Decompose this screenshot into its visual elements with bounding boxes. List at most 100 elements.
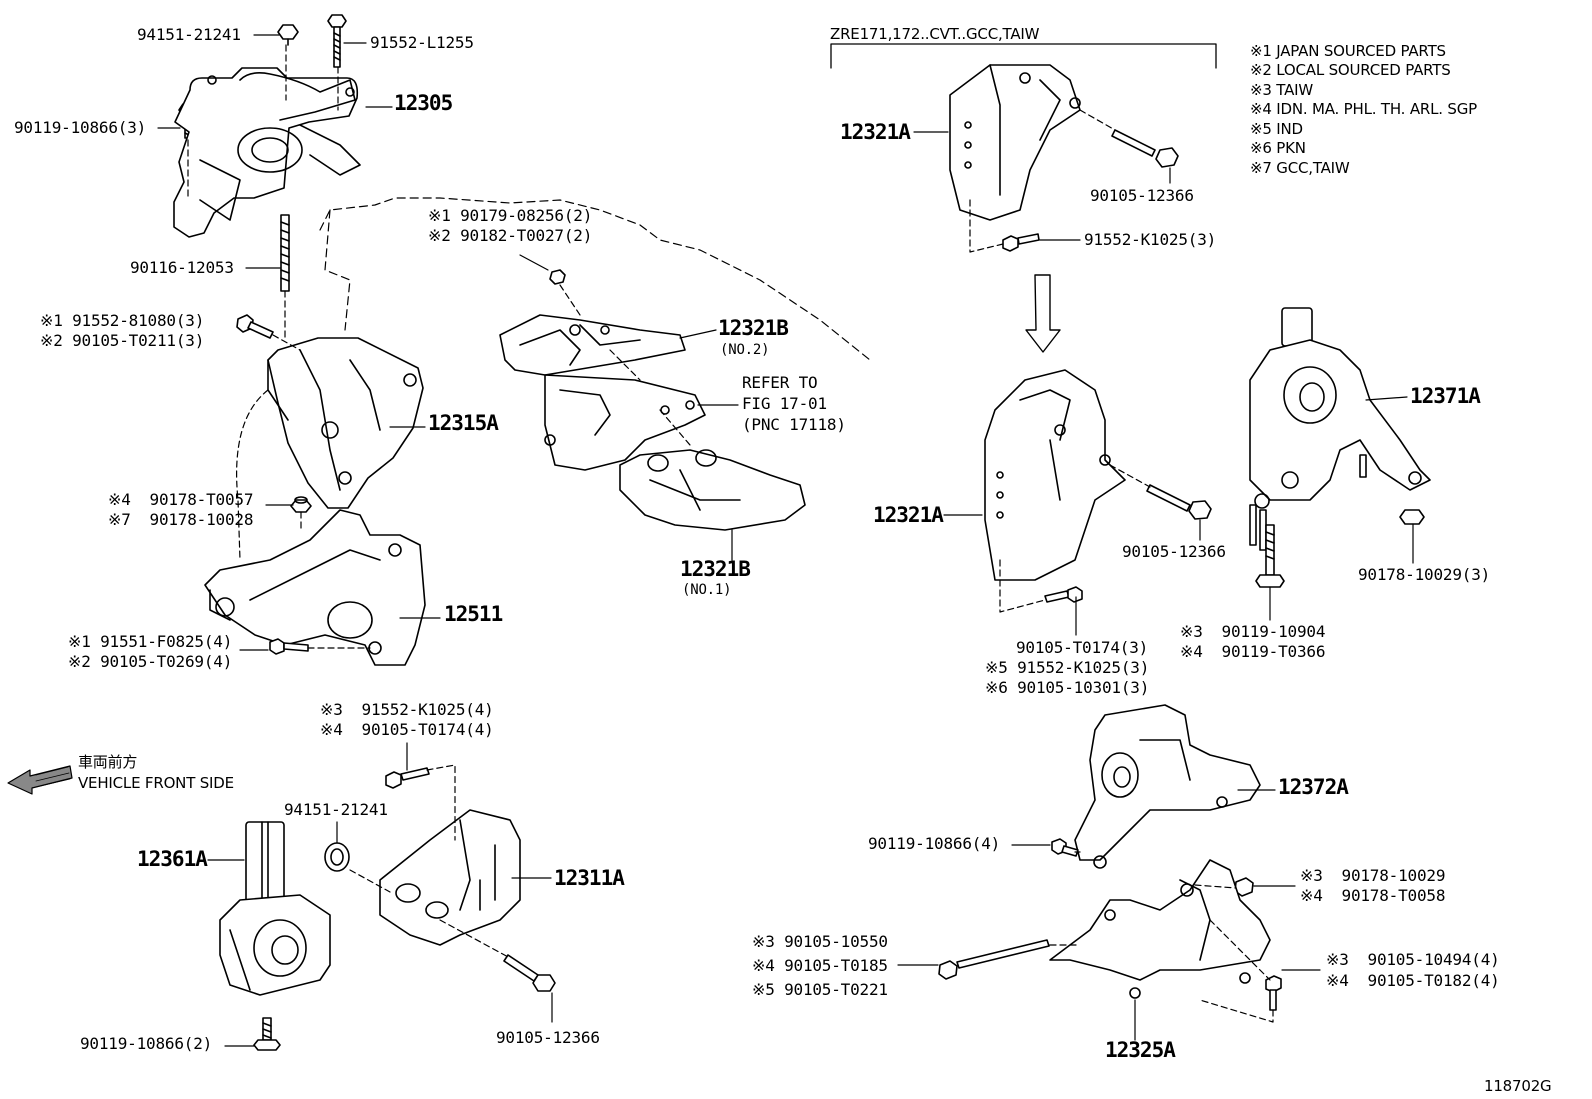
bolt-91552-L1255 [327, 14, 347, 68]
legend-item-2: ※2 LOCAL SOURCED PARTS [1250, 61, 1451, 79]
nut-90178-10029-3 [1399, 509, 1425, 525]
label-vehicle-front-jp: 車両前方 [78, 753, 138, 771]
bolt-91552-K1025-4 [385, 767, 430, 789]
stud-12371A-right [1359, 454, 1367, 478]
label-part-12511: 12511 [444, 602, 503, 626]
bolt-90105-12366-a [503, 954, 556, 992]
label-90178-10029-3: 90178-10029(3) [1358, 565, 1491, 584]
label-91552-K1025-4: ※3 91552-K1025(4) [320, 700, 494, 719]
label-91552-K1025-3: 91552-K1025(3) [1084, 230, 1217, 249]
nut-90178-T0057 [290, 496, 312, 513]
leader-dash-lower-left [349, 764, 511, 959]
part-12311A-bracket [379, 809, 521, 946]
dash-route-to-bracket [319, 197, 871, 361]
label-part-12372A: 12372A [1278, 775, 1349, 799]
label-90178-T0058: ※4 90178-T0058 [1300, 886, 1446, 905]
label-90119-10866-3: 90119-10866(3) [14, 118, 147, 137]
stud-90116-12053 [280, 214, 290, 292]
leader-dash-middle [559, 284, 691, 446]
vehicle-front-arrow [7, 765, 73, 795]
label-90105-10550: ※3 90105-10550 [752, 932, 888, 951]
part-12372A-mount [1074, 704, 1261, 869]
label-90105-10301-3: ※6 90105-10301(3) [985, 678, 1150, 697]
part-12321A-top [949, 64, 1081, 221]
part-12321B-mid-plate [544, 374, 706, 471]
label-90105-12366-b: 90105-12366 [1090, 186, 1194, 205]
label-90178-10028: ※7 90178-10028 [108, 510, 254, 529]
label-part-12325A: 12325A [1105, 1038, 1176, 1062]
legend-item-4: ※4 IDN. MA. PHL. TH. ARL. SGP [1250, 100, 1477, 118]
label-90105-T0185: ※4 90105-T0185 [752, 956, 888, 975]
bolt-90105-12366-c [1146, 484, 1212, 520]
leader-dash-left-column [187, 44, 371, 649]
label-90116-12053: 90116-12053 [130, 258, 234, 277]
dash-outline-left [236, 389, 269, 561]
label-part-12371A: 12371A [1410, 384, 1481, 408]
label-refer-to-2: FIG 17-01 [742, 394, 827, 413]
label-part-12321B-top-sub: (NO.2) [720, 342, 770, 358]
bolt-90105-T0174-3 [1044, 586, 1083, 603]
label-refer-to-1: REFER TO [742, 373, 818, 392]
label-90105-12366-c: 90105-12366 [1122, 542, 1226, 561]
label-90105-T0211: ※2 90105-T0211(3) [40, 331, 205, 350]
legend-item-1: ※1 JAPAN SOURCED PARTS [1250, 42, 1446, 60]
legend-item-7: ※7 GCC,TAIW [1250, 159, 1350, 177]
label-90105-T0174-4: ※4 90105-T0174(4) [320, 720, 494, 739]
label-91551-F0825: ※1 91551-F0825(4) [68, 632, 233, 651]
label-90119-10866-4: 90119-10866(4) [868, 834, 1001, 853]
part-12361A-mount [219, 821, 331, 996]
label-91552-L1255: 91552-L1255 [370, 33, 474, 52]
part-12305-engine-mount [173, 67, 361, 238]
label-90105-T0174-3: 90105-T0174(3) [1016, 638, 1149, 657]
label-90182-T0027: ※2 90182-T0027(2) [428, 226, 593, 245]
label-94151-21241-top: 94151-21241 [137, 25, 241, 44]
bolt-90119-10866-2 [253, 1017, 281, 1051]
bolt-90105-10494 [1265, 975, 1282, 1011]
label-part-12321B-bottom: 12321B [680, 557, 751, 581]
label-90119-10866-2: 90119-10866(2) [80, 1034, 213, 1053]
label-90105-T0269: ※2 90105-T0269(4) [68, 652, 233, 671]
label-91552-K1025-3b: ※5 91552-K1025(3) [985, 658, 1150, 677]
leader-lines [157, 34, 1414, 1047]
label-90105-T0221: ※5 90105-T0221 [752, 980, 888, 999]
label-part-12305: 12305 [394, 91, 453, 115]
part-12321A-bottom [984, 369, 1126, 581]
label-90178-T0057: ※4 90178-T0057 [108, 490, 254, 509]
label-vehicle-front-en: VEHICLE FRONT SIDE [78, 774, 234, 792]
label-94151-21241-lower: 94151-21241 [284, 800, 388, 819]
bolt-90119-10866-4 [1051, 838, 1079, 857]
part-12321B-no2 [499, 314, 686, 376]
bolt-91552-K1025-3 [1002, 233, 1040, 252]
figure-id: 118702G [1484, 1077, 1552, 1095]
label-90105-12366-a: 90105-12366 [496, 1028, 600, 1047]
label-model-header: ZRE171,172..CVT..GCC,TAIW [830, 25, 1040, 43]
stud-pair-12371A [1249, 504, 1267, 551]
bolt-90105-12366-b [1111, 129, 1179, 168]
nut-94151-21241-top [277, 24, 299, 46]
nut-94151-21241-lower [324, 842, 350, 872]
bolt-90119-10904 [1255, 524, 1285, 588]
down-arrow [1025, 274, 1061, 353]
label-90119-10904: ※3 90119-10904 [1180, 622, 1326, 641]
bolt-90105-10550 [938, 939, 1050, 980]
leader-dash-right-lower [1049, 851, 1274, 1023]
label-90119-T0366: ※4 90119-T0366 [1180, 642, 1326, 661]
part-12511-bracket [204, 509, 426, 666]
label-90179-08256: ※1 90179-08256(2) [428, 206, 593, 225]
label-part-12321B-bottom-sub: (NO.1) [682, 582, 732, 598]
label-91552-81080: ※1 91552-81080(3) [40, 311, 205, 330]
leader-dash-right-mid [999, 464, 1151, 613]
label-part-12321B-top: 12321B [718, 316, 789, 340]
bolt-91551-F0825 [269, 638, 309, 655]
label-part-12321A-top: 12321A [840, 120, 911, 144]
model-bracket-frame [830, 43, 1217, 69]
part-12325A-bracket [1049, 859, 1271, 999]
legend-item-3: ※3 TAIW [1250, 81, 1313, 99]
nut-90179-08256 [549, 269, 566, 285]
label-90105-T0182: ※4 90105-T0182(4) [1326, 971, 1500, 990]
part-12321B-no1 [619, 449, 806, 531]
legend-item-6: ※6 PKN [1250, 139, 1306, 157]
label-90105-10494: ※3 90105-10494(4) [1326, 950, 1500, 969]
part-12315A-bracket [267, 337, 424, 509]
